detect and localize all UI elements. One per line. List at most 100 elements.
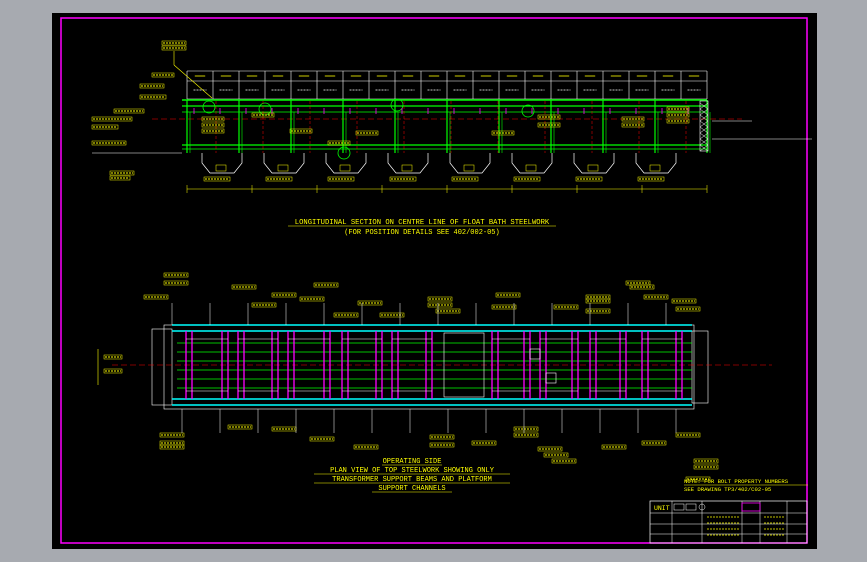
plan-top-tag bbox=[231, 284, 257, 290]
transformer-hopper bbox=[635, 153, 677, 174]
section-left-tag bbox=[139, 94, 167, 100]
hopper-tag bbox=[277, 164, 289, 172]
section-mid-tag bbox=[289, 128, 313, 134]
plan-right-end bbox=[691, 330, 709, 404]
plan-top-tag bbox=[333, 312, 359, 318]
section-mid-tag bbox=[666, 118, 690, 124]
plan-title-line: OPERATING SIDE bbox=[383, 458, 442, 466]
cad-drawing-canvas[interactable]: LONGITUDINAL SECTION ON CENTRE LINE OF F… bbox=[52, 13, 817, 549]
plan-bottom-tag bbox=[227, 424, 253, 430]
plan-bottom-tag bbox=[685, 476, 711, 482]
plan-top-tag bbox=[163, 280, 189, 286]
transformer-hopper bbox=[263, 153, 305, 174]
longitudinal-section-view bbox=[91, 40, 812, 193]
hopper-leader-tag bbox=[451, 176, 479, 182]
hopper-leader-tag bbox=[327, 176, 355, 182]
tower-brace bbox=[699, 120, 709, 128]
section-subtitle: (FOR POSITION DETAILS SEE 402/002-05) bbox=[344, 229, 499, 237]
section-mid-tag bbox=[621, 116, 645, 122]
plan-top-tag bbox=[313, 282, 339, 288]
plan-bottom-tag bbox=[693, 464, 719, 470]
plan-top-tag bbox=[553, 304, 579, 310]
tower-brace bbox=[699, 102, 709, 110]
hopper-leader-tag bbox=[265, 176, 293, 182]
section-left-tag bbox=[109, 170, 135, 176]
section-left-tag bbox=[91, 124, 119, 130]
plan-top-tag bbox=[143, 294, 169, 300]
tower-brace bbox=[699, 138, 709, 146]
plan-top-tag bbox=[163, 272, 189, 278]
drawing-note: NOTE: FOR BOLT PROPERTY NUMBERS SEE DRAW… bbox=[684, 478, 789, 493]
plan-leader-tags bbox=[97, 272, 719, 482]
scale-box bbox=[685, 503, 697, 511]
plan-bottom-tag bbox=[429, 442, 455, 448]
plan-top-tag bbox=[251, 302, 277, 308]
drawing-sheet[interactable]: LONGITUDINAL SECTION ON CENTRE LINE OF F… bbox=[52, 13, 817, 549]
plan-bottom-tag bbox=[693, 458, 719, 464]
transformer-hopper bbox=[325, 153, 367, 174]
section-left-tag bbox=[139, 83, 165, 89]
section-steelwork bbox=[92, 98, 812, 160]
section-left-tag bbox=[91, 140, 127, 146]
plan-top-tag bbox=[629, 284, 655, 290]
section-left-tag bbox=[113, 108, 145, 114]
plan-top-tag bbox=[427, 296, 453, 302]
transformer-hopper bbox=[201, 153, 243, 174]
plan-bottom-tag bbox=[353, 444, 379, 450]
plan-top-tag bbox=[491, 304, 517, 310]
section-mid-tag bbox=[666, 106, 690, 112]
section-left-tag bbox=[109, 175, 131, 181]
bay-header-row bbox=[186, 70, 708, 100]
plan-bottom-tag bbox=[675, 432, 701, 438]
plan-view bbox=[97, 272, 808, 493]
hopper-tag bbox=[463, 164, 475, 172]
tower-brace bbox=[699, 114, 709, 122]
section-mid-tag bbox=[201, 122, 225, 128]
inspection-box bbox=[529, 348, 541, 360]
scale-box bbox=[673, 503, 685, 511]
plan-bottom-tag bbox=[309, 436, 335, 442]
tower-brace bbox=[699, 132, 709, 140]
plan-left-end bbox=[151, 328, 173, 406]
plan-bottom-tag bbox=[159, 444, 185, 450]
hopper-tag bbox=[587, 164, 599, 172]
section-mid-tag bbox=[201, 116, 225, 122]
plan-bottom-tag bbox=[513, 432, 539, 438]
plan-top-tag bbox=[643, 294, 669, 300]
operating-side-marker bbox=[103, 368, 123, 374]
title-block-frame bbox=[649, 500, 808, 544]
tower-brace bbox=[699, 126, 709, 134]
unit-label: UNIT bbox=[654, 505, 670, 512]
plan-top-tag bbox=[585, 298, 611, 304]
hopper-leader-tag bbox=[513, 176, 541, 182]
section-leader-tags bbox=[91, 40, 690, 182]
section-transformer-hoppers bbox=[186, 153, 708, 193]
projection-symbol bbox=[698, 503, 706, 511]
connection-circle bbox=[337, 146, 351, 160]
plan-transformer-beams bbox=[185, 331, 683, 399]
section-left-tag bbox=[91, 116, 133, 122]
tower-brace bbox=[699, 144, 709, 152]
plan-top-tag bbox=[675, 306, 701, 312]
plan-frame bbox=[112, 324, 808, 493]
plan-bottom-tag bbox=[159, 432, 185, 438]
hopper-leader-tag bbox=[575, 176, 603, 182]
plan-bottom-tag bbox=[641, 440, 667, 446]
section-left-tag bbox=[161, 45, 187, 51]
connection-circle bbox=[521, 104, 535, 118]
plan-bottom-tag bbox=[551, 458, 577, 464]
hopper-tag bbox=[649, 164, 661, 172]
section-mid-tag bbox=[537, 122, 561, 128]
section-mid-tag bbox=[666, 112, 690, 118]
plan-top-tag bbox=[435, 308, 461, 314]
section-left-tag bbox=[151, 72, 175, 78]
transformer-hopper bbox=[511, 153, 553, 174]
hopper-tag bbox=[339, 164, 351, 172]
plan-title-line: PLAN VIEW OF TOP STEELWORK SHOWING ONLY bbox=[330, 467, 495, 475]
plan-top-tag bbox=[379, 312, 405, 318]
inspection-box bbox=[545, 372, 557, 384]
plan-bottom-tag bbox=[543, 452, 569, 458]
plan-bottom-tag bbox=[471, 440, 497, 446]
plan-top-tag bbox=[495, 292, 521, 298]
